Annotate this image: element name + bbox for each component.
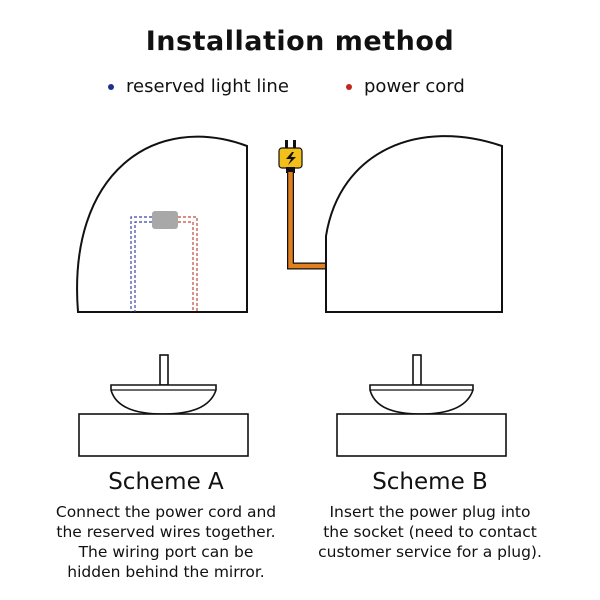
junction-box bbox=[152, 211, 178, 229]
reserved-wire-blue-2 bbox=[134, 221, 152, 312]
vanity-b bbox=[336, 354, 507, 457]
scheme-b-line: the socket (need to contact bbox=[323, 523, 537, 541]
scheme-a-line: hidden behind the mirror. bbox=[67, 563, 265, 581]
scheme-b-title: Scheme B bbox=[372, 469, 488, 495]
scheme-b-line: customer service for a plug). bbox=[318, 543, 542, 561]
legend-label: power cord bbox=[364, 76, 465, 97]
reserved-wire-red bbox=[178, 216, 198, 312]
reserved-wire-red-2 bbox=[178, 221, 194, 312]
red-dot-icon bbox=[346, 84, 352, 90]
power-cord bbox=[287, 172, 326, 270]
scheme-a-description: Connect the power cord and the reserved … bbox=[16, 502, 316, 582]
mirror-a bbox=[76, 135, 248, 313]
mirror-b bbox=[325, 135, 503, 313]
scheme-a-line: The wiring port can be bbox=[78, 543, 254, 561]
vanity-a bbox=[78, 354, 249, 457]
blue-dot-icon bbox=[108, 84, 114, 90]
scheme-a-line: the reserved wires together. bbox=[56, 523, 276, 541]
reserved-wire-blue bbox=[130, 216, 152, 312]
diagram-title: Installation method bbox=[145, 26, 455, 57]
scheme-b-line: Insert the power plug into bbox=[329, 503, 531, 521]
scheme-b-description: Insert the power plug into the socket (n… bbox=[280, 502, 580, 562]
legend-label: reserved light line bbox=[126, 76, 289, 97]
legend-item-reserved-light-line: reserved light line bbox=[108, 76, 289, 98]
power-cord-fill bbox=[288, 172, 326, 269]
scheme-a-line: Connect the power cord and bbox=[55, 503, 277, 521]
scheme-a-title: Scheme A bbox=[108, 469, 224, 495]
power-plug-icon bbox=[278, 140, 303, 173]
legend-item-power-cord: power cord bbox=[346, 76, 465, 98]
